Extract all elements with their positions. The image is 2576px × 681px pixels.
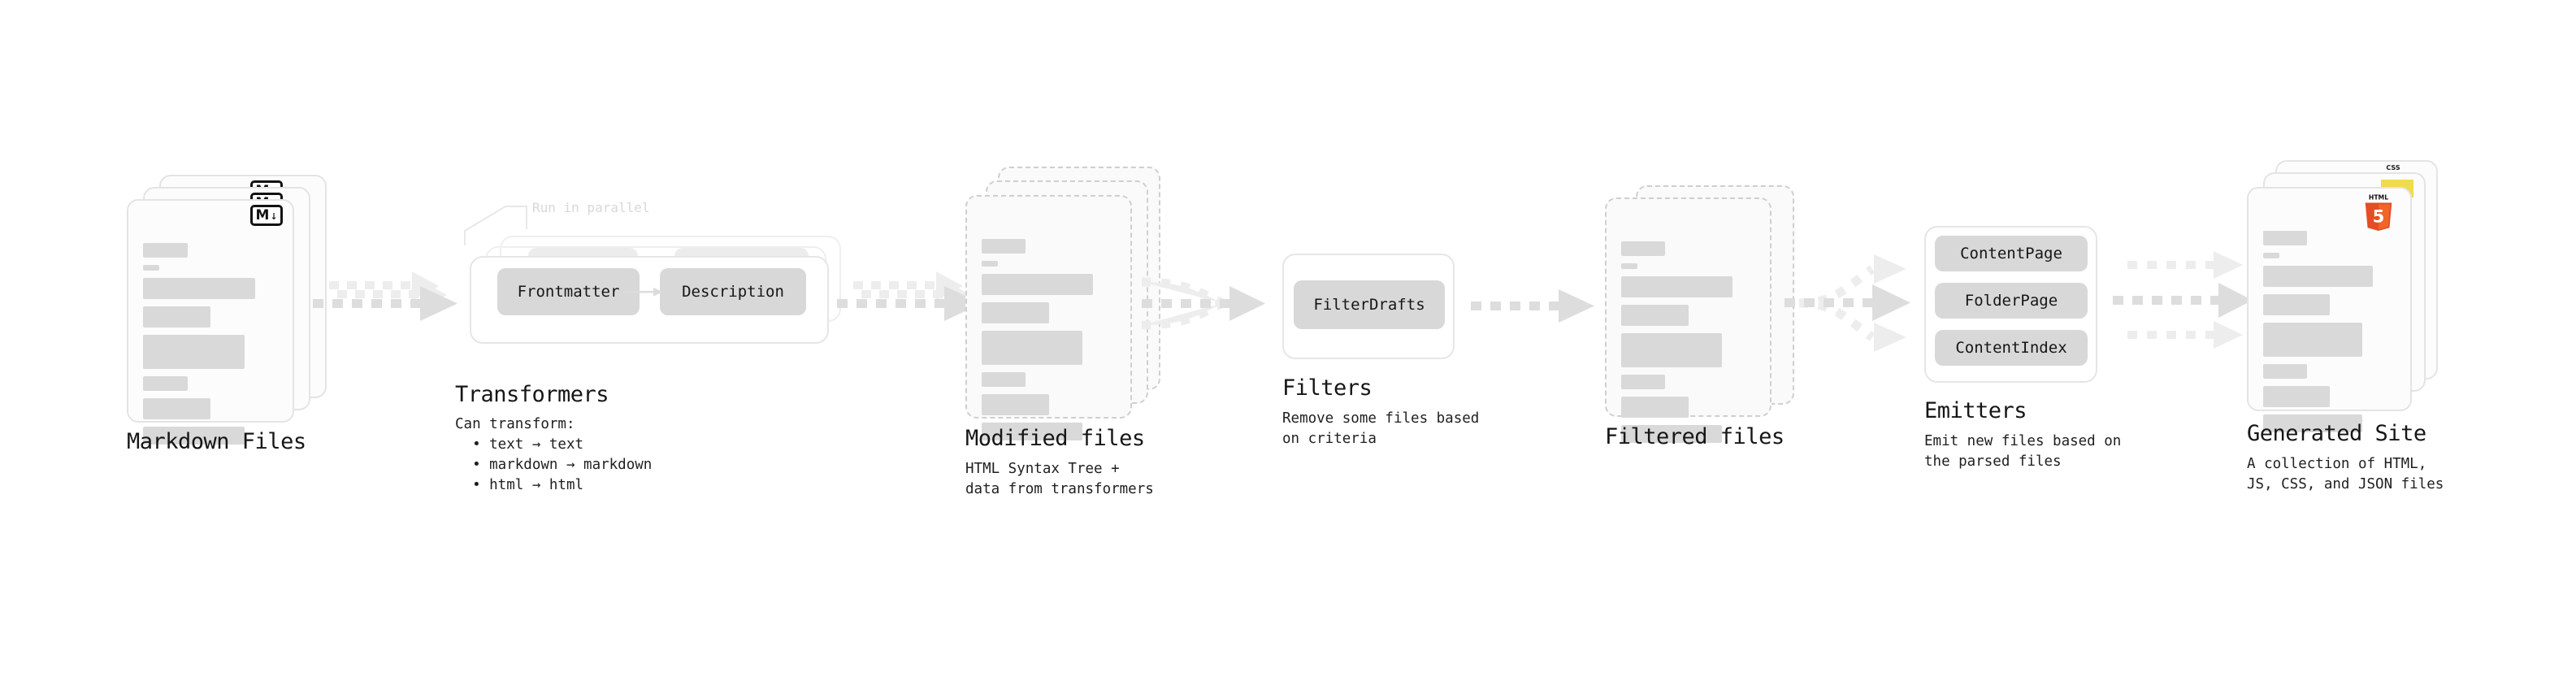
stage-title-modified-files: Modified files [965, 426, 1145, 451]
transformer-pill-frontmatter[interactable]: Frontmatter [497, 268, 640, 315]
filtered-card-front [1605, 197, 1772, 443]
site-card-skeleton [2263, 231, 2396, 440]
stage-caption-filters: Remove some files based on criteria [1282, 410, 1480, 447]
connector-transformers-to-modified [837, 271, 982, 321]
svg-text:5: 5 [2373, 206, 2385, 226]
emitter-pill-contentpage[interactable]: ContentPage [1935, 236, 2088, 271]
connector-emitters-to-site [2113, 251, 2253, 349]
transformer-arrow-main [622, 288, 663, 297]
modified-card-skeleton [982, 239, 1116, 448]
filtered-card-skeleton [1621, 241, 1755, 450]
markdown-icon-arrow: ↓ [270, 207, 278, 223]
stage-caption-transformers: Can transform: • text → text • markdown … [455, 416, 653, 493]
css-icon-label: CSS [2386, 164, 2400, 171]
stage-title-filtered-files: Filtered files [1605, 424, 1785, 449]
connector-modified-to-filters [1141, 277, 1265, 330]
emitter-pill-contentindex[interactable]: ContentIndex [1935, 330, 2088, 366]
svg-text:HTML: HTML [2369, 194, 2388, 202]
stage-title-generated-site: Generated Site [2247, 421, 2426, 446]
stage-caption-emitters: Emit new files based on the parsed files [1924, 433, 2122, 470]
markdown-card-front [127, 199, 294, 445]
stage-title-emitters: Emitters [1924, 398, 2027, 423]
stage-caption-generated-site: A collection of HTML, JS, CSS, and JSON … [2247, 456, 2444, 492]
markdown-card-skeleton [143, 243, 278, 452]
stage-title-transformers: Transformers [455, 382, 609, 407]
html5-icon: HTML 5 [2365, 194, 2392, 232]
run-in-parallel-bracket [464, 206, 527, 245]
connector-md-to-transformers [313, 271, 458, 321]
run-in-parallel-label: Run in parallel [532, 200, 650, 215]
stage-title-markdown-files: Markdown Files [127, 429, 306, 454]
connector-filters-to-filtered [1471, 289, 1594, 323]
stage-caption-modified-files: HTML Syntax Tree + data from transformer… [965, 461, 1154, 497]
markdown-icon: M ↓ [250, 205, 283, 226]
filter-pill-filterdrafts[interactable]: FilterDrafts [1294, 280, 1445, 329]
markdown-icon-letter: M [255, 206, 270, 223]
emitter-pill-folderpage[interactable]: FolderPage [1935, 283, 2088, 319]
stage-title-filters: Filters [1282, 375, 1373, 401]
transformer-pill-description[interactable]: Description [660, 268, 806, 315]
modified-card-front [965, 195, 1132, 440]
connector-filtered-to-emitters [1785, 254, 1910, 352]
